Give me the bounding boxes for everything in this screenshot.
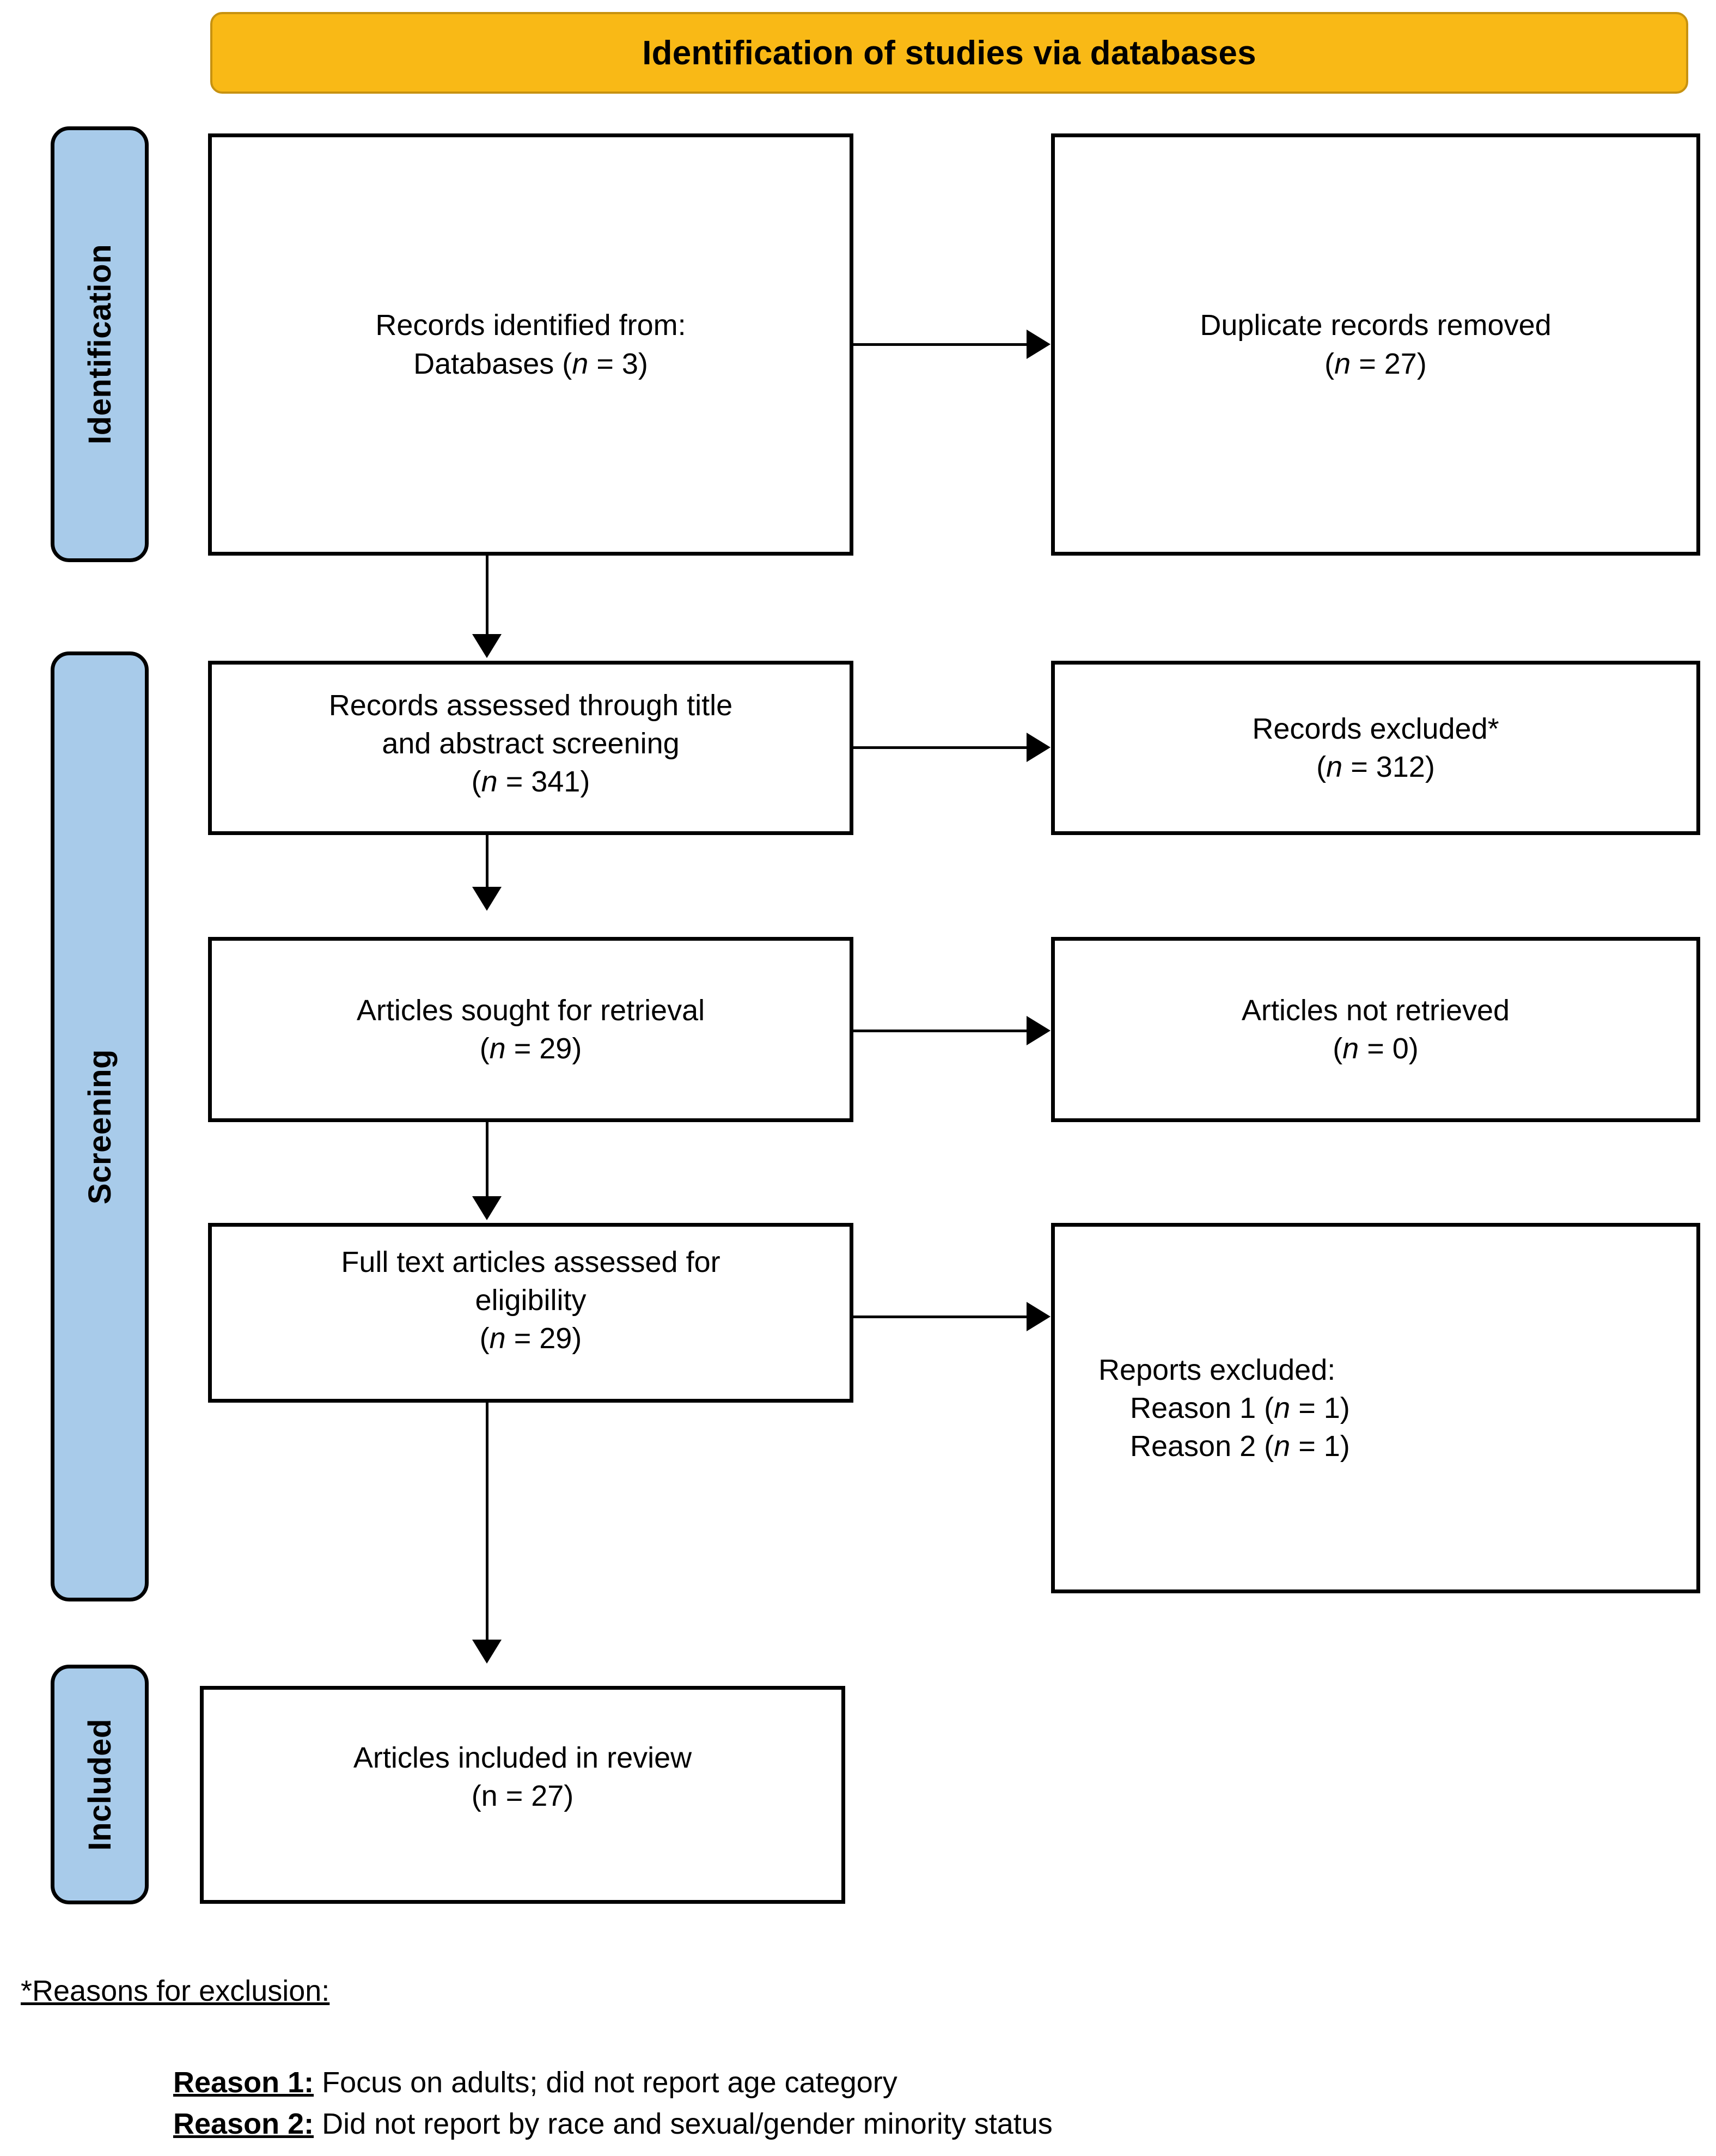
duplicates-line1: Duplicate records removed bbox=[1200, 309, 1552, 342]
connector-identified-to-duplicates-line bbox=[853, 343, 1027, 346]
node-articles-sought: Articles sought for retrieval (n = 29) bbox=[208, 937, 853, 1122]
connector-identified-to-duplicates-arrowhead bbox=[1027, 330, 1051, 359]
included-line1: Articles included in review bbox=[353, 1741, 692, 1774]
fulltext-n-var: n bbox=[489, 1322, 506, 1355]
node-records-excluded: Records excluded* (n = 312) bbox=[1051, 661, 1700, 835]
sought-line1: Articles sought for retrieval bbox=[356, 994, 705, 1027]
node-articles-included: Articles included in review (n = 27) bbox=[200, 1686, 845, 1904]
node-records-excluded-text: Records excluded* (n = 312) bbox=[1239, 710, 1512, 786]
reports-excluded-line3-suffix: = 1) bbox=[1290, 1430, 1350, 1463]
connector-fulltext-to-included-arrowhead bbox=[472, 1640, 502, 1664]
connector-screened-to-excluded-line bbox=[853, 746, 1027, 749]
node-records-screened-text: Records assessed through title and abstr… bbox=[316, 686, 746, 801]
footnote-reason-2-text: Did not report by race and sexual/gender… bbox=[314, 2108, 1053, 2140]
node-reports-excluded-text: Reports excluded: Reason 1 (n = 1) Reaso… bbox=[1055, 1351, 1696, 1466]
connector-identified-to-screened-line bbox=[486, 556, 488, 637]
connector-fulltext-to-reports-arrowhead bbox=[1027, 1302, 1051, 1331]
node-records-identified-text: Records identified from: Databases (n = … bbox=[362, 306, 699, 382]
connector-screened-to-excluded-arrowhead bbox=[1027, 733, 1051, 762]
node-reports-excluded: Reports excluded: Reason 1 (n = 1) Reaso… bbox=[1051, 1223, 1700, 1593]
fulltext-line1: Full text articles assessed for bbox=[341, 1246, 720, 1278]
node-duplicate-records-removed: Duplicate records removed (n = 27) bbox=[1051, 133, 1700, 556]
connector-sought-to-notretrieved-line bbox=[853, 1030, 1027, 1032]
screened-line3-prefix: ( bbox=[471, 765, 481, 799]
records-identified-line1: Records identified from: bbox=[375, 309, 686, 342]
node-records-identified: Records identified from: Databases (n = … bbox=[208, 133, 853, 556]
connector-screened-to-sought-arrowhead bbox=[472, 887, 502, 911]
duplicates-line2-suffix: = 27) bbox=[1351, 347, 1427, 380]
node-fulltext-assessed-text: Full text articles assessed for eligibil… bbox=[328, 1243, 733, 1358]
sought-line2-suffix: = 29) bbox=[505, 1032, 582, 1065]
node-articles-included-text: Articles included in review (n = 27) bbox=[340, 1739, 705, 1815]
records-excluded-n-var: n bbox=[1326, 751, 1343, 783]
sought-n-var: n bbox=[489, 1032, 506, 1065]
duplicates-line2-prefix: ( bbox=[1324, 347, 1335, 380]
footnote-reason-2-key: Reason 2: bbox=[173, 2108, 314, 2140]
footnote-heading: *Reasons for exclusion: bbox=[21, 1975, 330, 2007]
stage-rail-label-screening: Screening bbox=[82, 1049, 118, 1204]
reports-excluded-line1: Reports excluded: bbox=[1098, 1353, 1336, 1386]
records-excluded-line1: Records excluded* bbox=[1252, 712, 1499, 745]
connector-fulltext-to-reports-line bbox=[853, 1315, 1027, 1318]
stage-rail-included: Included bbox=[51, 1665, 149, 1904]
connector-sought-to-fulltext-line bbox=[486, 1122, 488, 1198]
connector-fulltext-to-included-line bbox=[486, 1403, 488, 1642]
records-identified-line2-suffix: = 3) bbox=[588, 347, 648, 380]
records-identified-n-var: n bbox=[572, 347, 589, 380]
node-records-screened: Records assessed through title and abstr… bbox=[208, 661, 853, 835]
connector-sought-to-fulltext-arrowhead bbox=[472, 1196, 502, 1220]
reports-excluded-reason2-n-var: n bbox=[1274, 1430, 1291, 1463]
fulltext-line2: eligibility bbox=[475, 1284, 587, 1317]
diagram-header-banner: Identification of studies via databases bbox=[210, 12, 1688, 94]
node-articles-not-retrieved-text: Articles not retrieved (n = 0) bbox=[1229, 991, 1523, 1068]
records-excluded-line2-suffix: = 312) bbox=[1342, 751, 1435, 783]
reports-excluded-line2-suffix: = 1) bbox=[1290, 1391, 1350, 1424]
stage-rail-screening: Screening bbox=[51, 651, 149, 1601]
screened-line3-suffix: = 341) bbox=[497, 765, 590, 799]
footnote-reason-2: Reason 2: Did not report by race and sex… bbox=[173, 2107, 1053, 2141]
screened-line1: Records assessed through title bbox=[328, 689, 733, 722]
node-articles-sought-text: Articles sought for retrieval (n = 29) bbox=[344, 991, 718, 1068]
not-retrieved-line2-suffix: = 0) bbox=[1359, 1032, 1419, 1065]
diagram-title: Identification of studies via databases bbox=[642, 34, 1256, 72]
connector-sought-to-notretrieved-arrowhead bbox=[1027, 1016, 1051, 1045]
footnote-reason-1: Reason 1: Focus on adults; did not repor… bbox=[173, 2066, 897, 2099]
reports-excluded-reason1-n-var: n bbox=[1274, 1391, 1291, 1424]
sought-line2-prefix: ( bbox=[479, 1032, 490, 1065]
records-excluded-line2-prefix: ( bbox=[1316, 751, 1327, 783]
records-identified-line2-prefix: Databases ( bbox=[413, 347, 572, 380]
stage-rail-label-included: Included bbox=[82, 1718, 118, 1851]
connector-screened-to-sought-line bbox=[486, 835, 488, 890]
connector-identified-to-screened-arrowhead bbox=[472, 634, 502, 658]
node-articles-not-retrieved: Articles not retrieved (n = 0) bbox=[1051, 937, 1700, 1122]
not-retrieved-n-var: n bbox=[1342, 1032, 1359, 1065]
included-line2: (n = 27) bbox=[471, 1780, 574, 1813]
not-retrieved-line1: Articles not retrieved bbox=[1241, 994, 1510, 1027]
reports-excluded-line2-prefix: Reason 1 ( bbox=[1130, 1391, 1274, 1424]
reports-excluded-line3-prefix: Reason 2 ( bbox=[1130, 1430, 1274, 1463]
node-fulltext-assessed: Full text articles assessed for eligibil… bbox=[208, 1223, 853, 1403]
not-retrieved-line2-prefix: ( bbox=[1333, 1032, 1343, 1065]
screened-n-var: n bbox=[481, 765, 498, 799]
stage-rail-label-identification: Identification bbox=[82, 244, 118, 444]
footnote-reason-1-key: Reason 1: bbox=[173, 2066, 314, 2099]
fulltext-line3-prefix: ( bbox=[479, 1322, 490, 1355]
screened-line2: and abstract screening bbox=[382, 727, 680, 760]
node-duplicate-records-removed-text: Duplicate records removed (n = 27) bbox=[1187, 306, 1564, 382]
fulltext-line3-suffix: = 29) bbox=[505, 1322, 582, 1355]
footnote-reason-1-text: Focus on adults; did not report age cate… bbox=[314, 2066, 897, 2099]
stage-rail-identification: Identification bbox=[51, 126, 149, 562]
duplicates-n-var: n bbox=[1334, 347, 1351, 380]
